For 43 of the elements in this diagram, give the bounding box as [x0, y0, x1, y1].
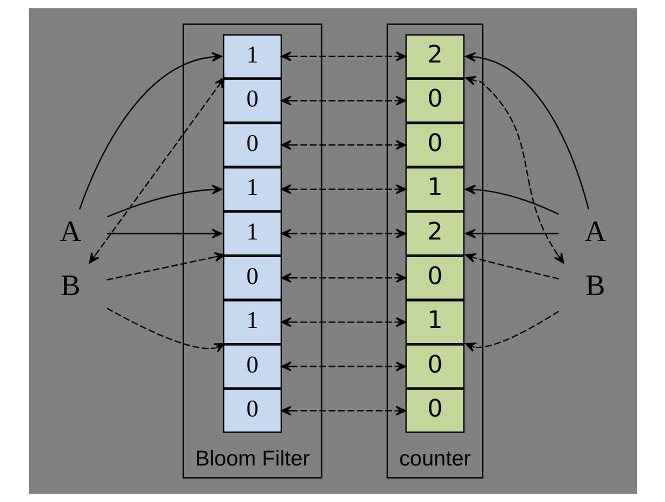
arrow: [280, 317, 406, 328]
node-box: 2: [404, 34, 464, 79]
arrow: [280, 362, 406, 372]
arrow: [280, 140, 406, 150]
arrow: [280, 184, 406, 194]
node-box: 1: [404, 167, 464, 212]
arrow: [88, 77, 224, 264]
node-text: B: [60, 270, 80, 302]
arrow: [464, 228, 558, 238]
node-box: 0: [404, 256, 464, 300]
node-box: 0: [404, 344, 464, 389]
arrow: [464, 184, 558, 215]
arrow: [464, 52, 589, 210]
node-text: B: [585, 270, 605, 302]
node-box: 1: [404, 300, 464, 344]
node-box: 1: [222, 211, 282, 256]
node-box: 0: [222, 256, 282, 300]
node-box: 0: [404, 388, 464, 433]
arrow: [106, 308, 224, 352]
node-box: 0: [222, 78, 282, 123]
arrow: [464, 253, 559, 280]
node-box: 1: [222, 34, 282, 79]
arrow: [464, 310, 559, 352]
node-text: A: [584, 216, 606, 248]
node-box: 1: [222, 167, 282, 212]
node-box: 2: [404, 211, 464, 256]
arrow: [280, 51, 406, 62]
arrow: [106, 228, 222, 238]
arrow: [106, 252, 224, 280]
arrow: [280, 96, 406, 106]
node-box: 0: [222, 122, 282, 168]
arrow: [78, 52, 222, 210]
arrow: [280, 406, 406, 416]
node-text: A: [59, 216, 81, 248]
node-box: 1: [222, 300, 282, 344]
node-box: 0: [222, 344, 282, 389]
arrow: [106, 184, 222, 218]
arrow: [280, 228, 406, 238]
node-box: 0: [222, 388, 282, 433]
node-box: 0: [404, 78, 464, 123]
arrow: [280, 272, 406, 283]
arrow: [464, 76, 564, 264]
node-box: 0: [404, 122, 464, 168]
